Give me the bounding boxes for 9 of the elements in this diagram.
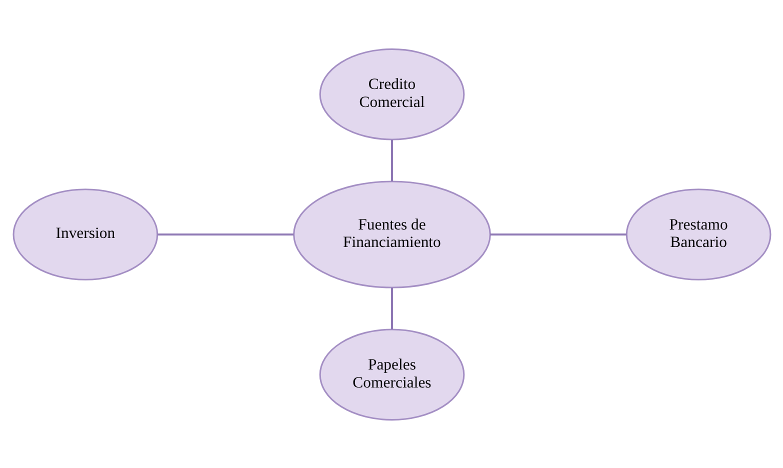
connector (490, 232, 626, 236)
node-ellipse: Papeles Comerciales (318, 328, 464, 420)
connector (157, 232, 294, 236)
node-ellipse: Prestamo Bancario (625, 188, 771, 280)
node-ellipse: Inversion (12, 188, 158, 280)
connector (390, 287, 393, 329)
node-ellipse: Credito Comercial (318, 48, 464, 140)
node-ellipse: Fuentes de Financiamiento (292, 180, 490, 288)
connector (390, 139, 393, 181)
